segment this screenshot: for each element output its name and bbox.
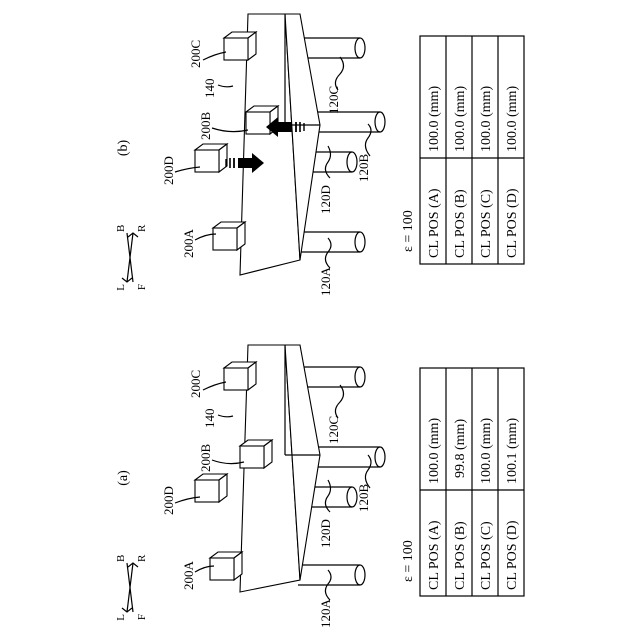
table-row-b-value: 99.8 (mm): [453, 419, 468, 478]
cube-200c: [224, 362, 256, 390]
column-120b: [318, 112, 385, 132]
table-row-d-name: CL POS (D): [505, 188, 520, 258]
column-120a: [298, 565, 365, 585]
panel-a: (a) B R L F 20: [115, 345, 524, 628]
column-120c: [298, 367, 365, 387]
label-120a: 120A: [318, 267, 333, 297]
table-row-a-value: 100.0 (mm): [427, 86, 442, 152]
cl-pos-table: CL POS (A) 100.0 (mm) CL POS (B) 99.8 (m…: [420, 368, 524, 596]
label-120b: 120B: [356, 484, 371, 513]
compass-b: B: [115, 225, 127, 232]
table-row-b-name: CL POS (B): [453, 521, 468, 590]
table-row-c-value: 100.0 (mm): [479, 418, 494, 484]
compass-f: F: [136, 614, 148, 620]
label-120d: 120D: [318, 185, 333, 214]
direction-compass: B R L F: [115, 554, 148, 621]
table-row-d-value: 100.1 (mm): [505, 418, 520, 484]
panel-b: (b) B R L F: [115, 14, 524, 296]
compass-l: L: [115, 284, 127, 291]
label-120a: 120A: [318, 599, 333, 629]
label-200d: 200D: [161, 486, 176, 515]
panel-title: (b): [116, 140, 131, 157]
label-120b: 120B: [356, 154, 371, 183]
compass-b: B: [115, 555, 127, 562]
table-row-c-name: CL POS (C): [479, 189, 494, 258]
table-row-c-value: 100.0 (mm): [479, 86, 494, 152]
table-row-d-name: CL POS (D): [505, 520, 520, 590]
column-120a: [298, 232, 365, 252]
label-120c: 120C: [326, 86, 341, 114]
label-140: 140: [202, 409, 217, 429]
label-140: 140: [202, 79, 217, 99]
table-row-a-value: 100.0 (mm): [427, 418, 442, 484]
cube-200d: [195, 474, 227, 502]
table-row-c-name: CL POS (C): [479, 521, 494, 590]
column-120b: [318, 447, 385, 467]
label-200c: 200C: [188, 40, 203, 68]
cube-200d: [195, 144, 227, 172]
table-row-d-value: 100.0 (mm): [505, 86, 520, 152]
cl-pos-table: CL POS (A) 100.0 (mm) CL POS (B) 100.0 (…: [420, 36, 524, 264]
label-120d: 120D: [318, 519, 333, 548]
direction-compass: B R L F: [115, 224, 148, 291]
label-200b: 200B: [198, 112, 213, 141]
label-200b: 200B: [198, 444, 213, 473]
epsilon-label: ε = 100: [401, 210, 416, 252]
cube-200c: [224, 32, 256, 60]
epsilon-label: ε = 100: [401, 540, 416, 582]
label-200a: 200A: [181, 229, 196, 259]
label-200a: 200A: [181, 561, 196, 591]
label-200c: 200C: [188, 370, 203, 398]
table-row-a-name: CL POS (A): [427, 188, 442, 258]
compass-f: F: [136, 284, 148, 290]
table-row-b-value: 100.0 (mm): [453, 86, 468, 152]
column-120c: [298, 38, 365, 58]
label-200d: 200D: [161, 156, 176, 185]
cube-200a: [213, 222, 245, 250]
table-row-a-name: CL POS (A): [427, 520, 442, 590]
compass-l: L: [115, 614, 127, 621]
cube-200b: [240, 440, 272, 468]
cube-200a: [210, 552, 242, 580]
compass-r: R: [136, 554, 148, 562]
panel-title: (a): [116, 470, 131, 486]
compass-r: R: [136, 224, 148, 232]
table-row-b-name: CL POS (B): [453, 189, 468, 258]
label-120c: 120C: [326, 416, 341, 444]
